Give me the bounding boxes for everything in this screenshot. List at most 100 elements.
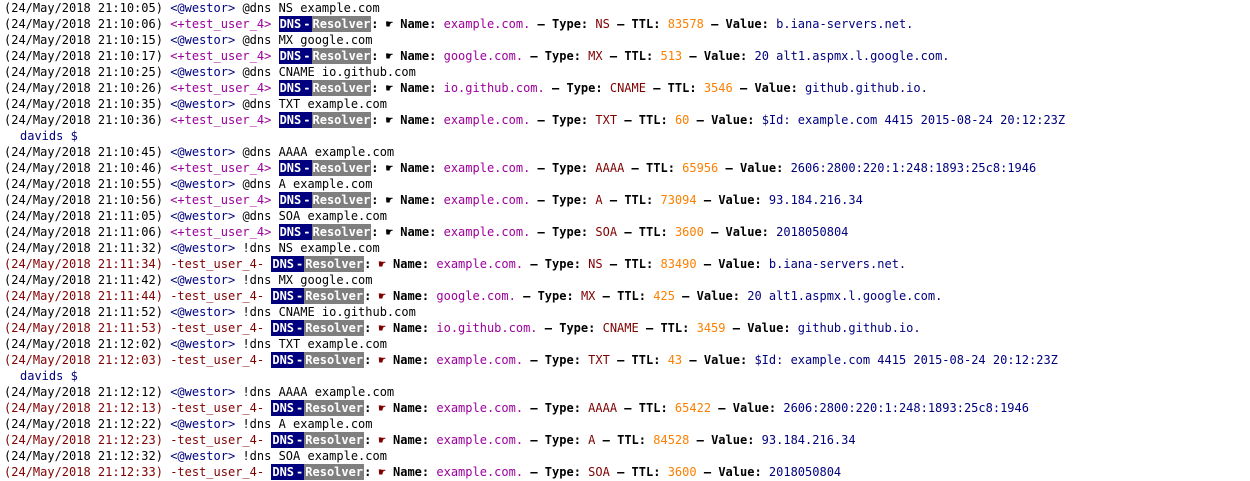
log-line-command[interactable]: (24/May/2018 21:10:15) <@westor> @dns MX… [4,32,1248,48]
nickname[interactable]: -test_user_4- [170,257,265,271]
nickname[interactable]: -test_user_4- [170,353,265,367]
log-line-resolver-reply[interactable]: (24/May/2018 21:12:03) -test_user_4- DNS… [4,352,1248,368]
nickname[interactable]: <@westor> [170,209,236,223]
log-line-resolver-reply[interactable]: (24/May/2018 21:11:53) -test_user_4- DNS… [4,320,1248,336]
nickname[interactable]: <@westor> [170,337,236,351]
badge-dash: - [302,224,312,240]
separator: – [530,433,538,447]
nickname[interactable]: <@westor> [170,33,236,47]
field-label-value: Value [711,113,748,127]
nickname[interactable]: <+test_user_4> [170,81,272,95]
log-line-command[interactable]: (24/May/2018 21:12:12) <@westor> !dns AA… [4,384,1248,400]
log-line-resolver-reply[interactable]: (24/May/2018 21:11:06) <+test_user_4> DN… [4,224,1248,240]
badge-dns: DNS [278,48,303,64]
badge-dash: - [302,16,312,32]
badge-dns: DNS [278,160,303,176]
field-label-ttl: TTL [660,321,683,335]
log-line-command[interactable]: (24/May/2018 21:10:45) <@westor> @dns AA… [4,144,1248,160]
log-line-command[interactable]: (24/May/2018 21:12:32) <@westor> !dns SO… [4,448,1248,464]
separator: – [645,321,654,335]
colon: : [580,17,589,31]
message-text: @dns MX google.com [235,33,373,47]
log-line-continuation[interactable]: davids $ [4,368,1248,384]
log-line-resolver-reply[interactable]: (24/May/2018 21:12:33) -test_user_4- DNS… [4,464,1248,480]
nickname[interactable]: <@westor> [170,449,236,463]
nickname[interactable]: -test_user_4- [170,321,265,335]
nickname[interactable]: <+test_user_4> [170,49,272,63]
timestamp: (24/May/2018 21:10:25) [4,65,163,79]
record-ttl: 83490 [660,257,697,271]
nickname[interactable]: <@westor> [170,65,236,79]
pointing-hand-icon: ☛ [378,257,386,271]
log-line-resolver-reply[interactable]: (24/May/2018 21:11:34) -test_user_4- DNS… [4,256,1248,272]
nickname[interactable]: <+test_user_4> [170,17,272,31]
record-name: example.com. [443,17,531,31]
nickname[interactable]: <@westor> [170,145,236,159]
log-line-command[interactable]: (24/May/2018 21:11:52) <@westor> !dns CN… [4,304,1248,320]
log-line-command[interactable]: (24/May/2018 21:11:05) <@westor> @dns SO… [4,208,1248,224]
nickname[interactable]: <@westor> [170,417,236,431]
colon: : [638,289,647,303]
nickname[interactable]: -test_user_4- [170,289,265,303]
record-value: $Id: example.com 4415 2015-08-24 20:12:2… [761,113,1066,127]
log-line-command[interactable]: (24/May/2018 21:10:55) <@westor> @dns A … [4,176,1248,192]
pointing-hand-icon: ☛ [378,321,386,335]
pointing-hand-icon: ☛ [378,465,386,479]
log-line-command[interactable]: (24/May/2018 21:12:02) <@westor> !dns TX… [4,336,1248,352]
log-line-resolver-reply[interactable]: (24/May/2018 21:11:44) -test_user_4- DNS… [4,288,1248,304]
colon: : [371,49,379,63]
nickname[interactable]: <@westor> [170,177,236,191]
log-line-resolver-reply[interactable]: (24/May/2018 21:12:13) -test_user_4- DNS… [4,400,1248,416]
separator: – [682,289,690,303]
nickname[interactable]: <+test_user_4> [170,161,272,175]
log-line-command[interactable]: (24/May/2018 21:10:05) <@westor> @dns NS… [4,0,1248,16]
log-line-command[interactable]: (24/May/2018 21:10:25) <@westor> @dns CN… [4,64,1248,80]
badge-dns: DNS [271,352,296,368]
field-label-type: Type [537,289,567,303]
nickname[interactable]: -test_user_4- [170,433,265,447]
log-line-command[interactable]: (24/May/2018 21:12:22) <@westor> !dns A … [4,416,1248,432]
field-label-value: Value [718,465,755,479]
nickname[interactable]: <@westor> [170,241,236,255]
nickname[interactable]: <@westor> [170,97,236,111]
log-line-continuation[interactable]: davids $ [4,128,1248,144]
log-line-resolver-reply[interactable]: (24/May/2018 21:10:46) <+test_user_4> DN… [4,160,1248,176]
nickname[interactable]: <+test_user_4> [170,193,272,207]
nickname[interactable]: <@westor> [170,385,236,399]
timestamp: (24/May/2018 21:12:23) [4,433,163,447]
field-label-name: Name [393,321,422,335]
badge-resolver: Resolver [311,48,372,64]
nickname[interactable]: <+test_user_4> [170,225,272,239]
colon: : [573,49,581,63]
pointing-hand-icon: ☛ [385,161,393,175]
record-name: io.github.com. [443,81,545,95]
nickname[interactable]: -test_user_4- [170,465,265,479]
colon: : [364,401,372,415]
colon: : [660,401,668,415]
field-label-type: Type [544,433,574,447]
log-line-command[interactable]: (24/May/2018 21:10:35) <@westor> @dns TX… [4,96,1248,112]
record-name: io.github.com. [436,321,538,335]
nickname[interactable]: <@westor> [170,305,236,319]
log-line-resolver-reply[interactable]: (24/May/2018 21:10:17) <+test_user_4> DN… [4,48,1248,64]
log-line-command[interactable]: (24/May/2018 21:11:32) <@westor> !dns NS… [4,240,1248,256]
field-label-value: Value [711,433,748,447]
log-line-resolver-reply[interactable]: (24/May/2018 21:10:26) <+test_user_4> DN… [4,80,1248,96]
chat-log[interactable]: (24/May/2018 21:10:05) <@westor> @dns NS… [4,0,1248,480]
dns-resolver-badge: DNS-Resolver [278,48,372,64]
log-line-resolver-reply[interactable]: (24/May/2018 21:10:06) <+test_user_4> DN… [4,16,1248,32]
nickname[interactable]: <+test_user_4> [170,113,272,127]
colon: : [371,81,379,95]
badge-dash: - [302,80,312,96]
log-line-resolver-reply[interactable]: (24/May/2018 21:10:36) <+test_user_4> DN… [4,112,1248,128]
colon: : [371,161,379,175]
badge-dns: DNS [278,80,303,96]
separator: – [689,353,697,367]
log-line-resolver-reply[interactable]: (24/May/2018 21:10:56) <+test_user_4> DN… [4,192,1248,208]
separator: – [617,17,625,31]
nickname[interactable]: -test_user_4- [170,401,265,415]
nickname[interactable]: <@westor> [170,1,236,15]
nickname[interactable]: <@westor> [170,273,236,287]
log-line-command[interactable]: (24/May/2018 21:11:42) <@westor> !dns MX… [4,272,1248,288]
log-line-resolver-reply[interactable]: (24/May/2018 21:12:23) -test_user_4- DNS… [4,432,1248,448]
